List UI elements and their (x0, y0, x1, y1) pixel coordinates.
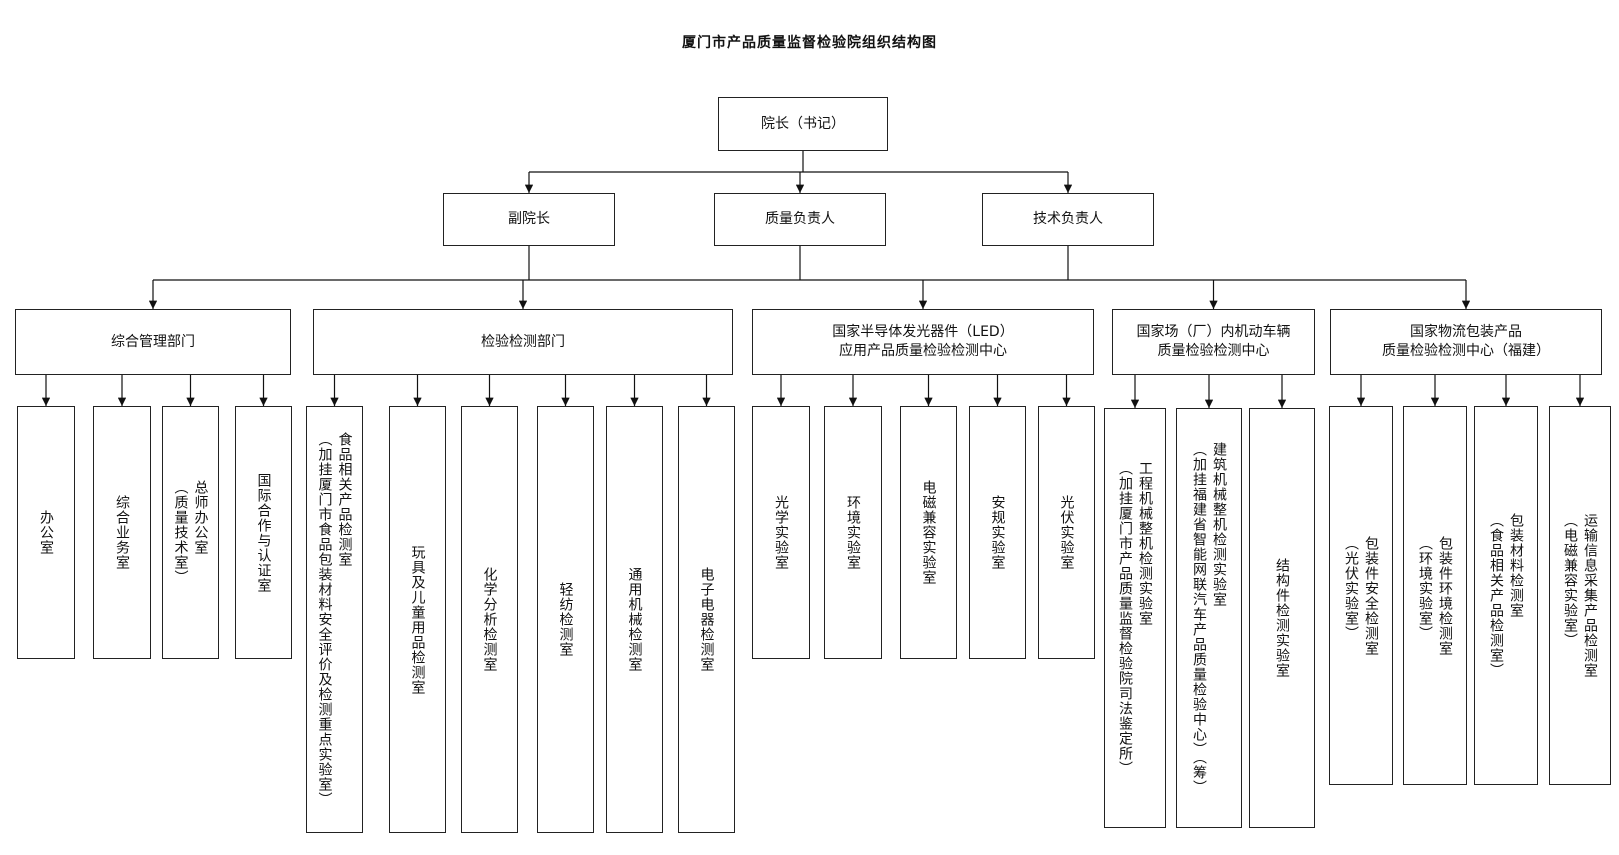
unit-box-4-2-label: 建筑机械整机检测实验室 (1211, 441, 1227, 607)
unit-box-5-1-label: 包装件安全检测室 (1363, 535, 1379, 656)
unit-box-3-3: 电磁兼容实验室 (900, 406, 957, 659)
leader-box-1-label: 副院长 (508, 211, 550, 227)
unit-box-5-2: 包装件环境检测室（环境实验室） (1403, 406, 1467, 785)
unit-box-2-4-label: 轻纺检测室 (557, 582, 574, 657)
unit-box-5-2-label: （环境实验室） (1417, 535, 1433, 641)
unit-box-2-1-label: （加挂厦门市食品包装材料安全评价及检测重点实验室） (316, 432, 333, 807)
unit-box-1-4: 国际合作与认证室 (235, 406, 292, 659)
unit-box-5-4-label: 运输信息采集产品检测室 (1582, 513, 1598, 678)
unit-box-3-4-label: 安规实验室 (989, 495, 1006, 570)
unit-box-5-2-label: 包装件环境检测室 (1437, 535, 1453, 656)
unit-box-1-2: 综合业务室 (93, 406, 151, 659)
dept-box-4-label: 质量检验检测中心 (1157, 343, 1270, 359)
unit-box-3-5: 光伏实验室 (1038, 406, 1095, 659)
unit-box-2-6: 电子电器检测室 (678, 406, 735, 833)
unit-box-5-1-label: （光伏实验室） (1343, 535, 1359, 641)
dept-box-2-label: 检验检测部门 (481, 333, 565, 350)
dept-box-1-label: 综合管理部门 (111, 333, 195, 350)
unit-box-3-1: 光学实验室 (752, 406, 810, 659)
leader-box-3: 技术负责人 (982, 193, 1154, 246)
unit-box-3-2: 环境实验室 (824, 406, 882, 659)
unit-box-1-1: 办公室 (17, 406, 75, 659)
dept-box-4: 国家场（厂）内机动车辆质量检验检测中心 (1112, 309, 1315, 375)
unit-box-5-4: 运输信息采集产品检测室（电磁兼容实验室） (1549, 406, 1611, 785)
unit-box-5-1: 包装件安全检测室（光伏实验室） (1329, 406, 1393, 785)
unit-box-5-3-label: （食品相关产品检测室） (1488, 513, 1504, 678)
unit-box-3-5-label: 光伏实验室 (1058, 495, 1075, 570)
dept-box-3-label: 应用产品质量检验检测中心 (839, 343, 1007, 359)
unit-box-3-3-label: 电磁兼容实验室 (920, 480, 937, 585)
unit-box-2-2: 玩具及儿童用品检测室 (389, 406, 446, 833)
dept-box-3-label: 国家半导体发光器件（LED） (832, 324, 1014, 340)
unit-box-4-1-label: （加挂厦门市产品质量监督检验院司法鉴定所） (1117, 460, 1133, 776)
dept-box-4-label: 国家场（厂）内机动车辆 (1136, 324, 1291, 340)
unit-box-3-4: 安规实验室 (969, 406, 1026, 659)
unit-box-2-3: 化学分析检测室 (461, 406, 518, 833)
unit-box-2-1: 食品相关产品检测室（加挂厦门市食品包装材料安全评价及检测重点实验室） (306, 406, 363, 833)
unit-box-4-1: 工程机械整机检测实验室（加挂厦门市产品质量监督检验院司法鉴定所） (1104, 408, 1166, 828)
unit-box-4-2: 建筑机械整机检测实验室（加挂福建省智能网联汽车产品质量检验中心）（筹） (1176, 408, 1242, 828)
unit-box-2-5-label: 通用机械检测室 (626, 567, 643, 672)
unit-box-4-3: 结构件检测实验室 (1249, 408, 1315, 828)
unit-box-1-3-label: 总师办公室 (192, 480, 209, 555)
unit-box-2-4: 轻纺检测室 (537, 406, 594, 833)
dept-box-5: 国家物流包装产品质量检验检测中心（福建） (1330, 309, 1602, 375)
unit-box-5-3-label: 包装材料检测室 (1508, 513, 1524, 618)
unit-box-1-3: 总师办公室（质量技术室） (162, 406, 219, 659)
leader-box-1: 副院长 (443, 193, 615, 246)
dept-box-5-label: 国家物流包装产品 (1410, 324, 1522, 340)
leader-box-2: 质量负责人 (714, 193, 886, 246)
unit-box-2-3-label: 化学分析检测室 (481, 567, 498, 672)
unit-box-1-3-label: （质量技术室） (172, 480, 189, 585)
unit-box-1-1-label: 办公室 (38, 510, 54, 555)
unit-box-4-1-label: 工程机械整机检测实验室 (1137, 460, 1153, 626)
leader-box-3-label: 技术负责人 (1033, 211, 1103, 227)
unit-box-2-1-label: 食品相关产品检测室 (336, 432, 353, 567)
dept-box-3: 国家半导体发光器件（LED） 应用产品质量检验检测中心 (752, 309, 1094, 375)
unit-box-2-5: 通用机械检测室 (606, 406, 663, 833)
leader-box-2-label: 质量负责人 (765, 211, 835, 227)
unit-box-5-3: 包装材料检测室（食品相关产品检测室） (1474, 406, 1538, 785)
unit-box-2-6-label: 电子电器检测室 (698, 567, 715, 672)
unit-box-2-2-label: 玩具及儿童用品检测室 (409, 544, 426, 695)
unit-box-4-2-label: （加挂福建省智能网联汽车产品质量检验中心）（筹） (1191, 441, 1207, 795)
dept-box-1: 综合管理部门 (15, 309, 291, 375)
unit-box-1-2-label: 综合业务室 (114, 495, 130, 570)
unit-box-3-2-label: 环境实验室 (845, 495, 861, 570)
top-box-president: 院长（书记） (718, 97, 888, 151)
dept-box-5-label: 质量检验检测中心（福建） (1382, 343, 1550, 359)
page-title: 厦门市产品质量监督检验院组织结构图 (682, 35, 937, 51)
unit-box-1-4-label: 国际合作与认证室 (255, 472, 272, 593)
unit-box-5-4-label: （电磁兼容实验室） (1562, 513, 1578, 648)
unit-box-3-1-label: 光学实验室 (773, 495, 789, 570)
top-box-president-label: 院长（书记） (761, 115, 845, 132)
unit-box-4-3-label: 结构件检测实验室 (1274, 558, 1290, 678)
dept-box-2: 检验检测部门 (313, 309, 733, 375)
